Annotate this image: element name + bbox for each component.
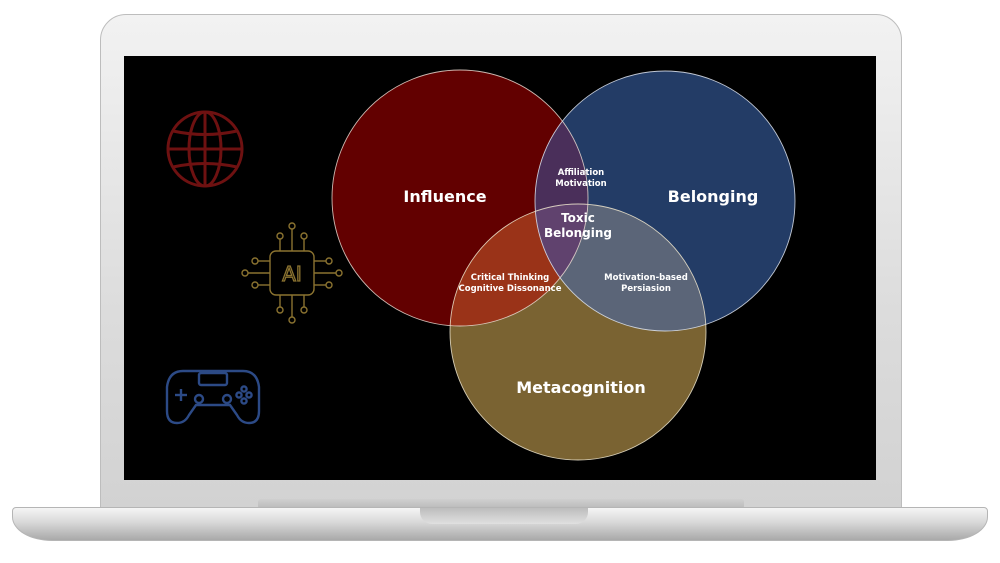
toxic-belonging-label-line2: Belonging: [544, 226, 612, 240]
persuasion-label-line2: Persiasion: [621, 284, 671, 294]
gamepad-icon: [165, 369, 261, 425]
laptop-screen: Influence Belonging Metacognition Affili…: [124, 56, 876, 480]
affiliation-label-line1: Affiliation: [558, 168, 605, 178]
belonging-label: Belonging: [668, 187, 759, 206]
influence-label: Influence: [403, 187, 486, 206]
affiliation-label-line2: Motivation: [555, 179, 606, 189]
ai-chip-icon: [241, 222, 343, 324]
laptop-hinge: [258, 499, 744, 509]
venn-diagram: Influence Belonging Metacognition Affili…: [165, 69, 796, 461]
laptop-notch: [420, 508, 588, 524]
persuasion-label-line1: Motivation-based: [604, 273, 688, 283]
critical-thinking-label-line2: Cognitive Dissonance: [459, 284, 562, 294]
globe-icon: [166, 110, 244, 188]
toxic-belonging-label-line1: Toxic: [561, 211, 595, 225]
metacognition-label: Metacognition: [516, 378, 646, 397]
critical-thinking-overlap: [450, 204, 588, 326]
critical-thinking-label-line1: Critical Thinking: [471, 273, 549, 283]
persuasion-overlap: [535, 204, 706, 331]
ai-chip-label: AI: [282, 262, 302, 286]
